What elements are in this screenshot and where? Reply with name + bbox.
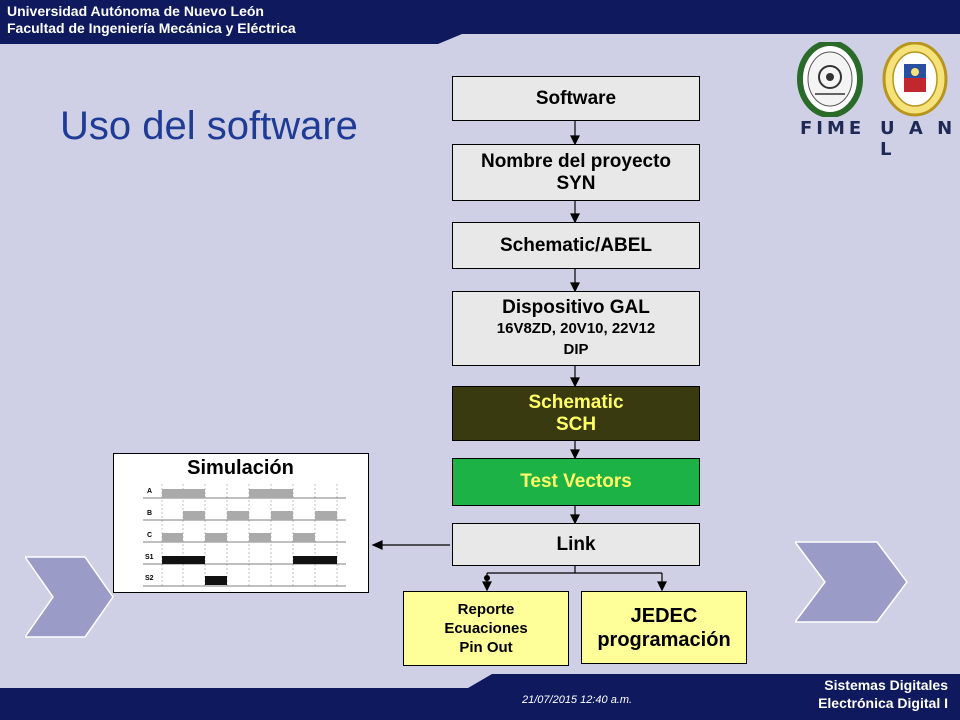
simulation-title: Simulación (187, 457, 294, 479)
slide-title: Uso del software (60, 104, 358, 148)
fime-logo-text: FIME (800, 118, 866, 139)
chevron-right-icon[interactable] (795, 540, 910, 625)
chevron-left-icon (25, 556, 114, 638)
flow-box-link-label: Link (556, 533, 596, 555)
flow-box-project-name: Nombre del proyecto (480, 150, 672, 172)
flow-box-sch-label: SCH (555, 413, 597, 435)
flow-box-jedec-programming: programación (597, 628, 731, 651)
flow-box-project: Nombre del proyecto SYN (452, 144, 700, 201)
simulation-waveform (143, 484, 346, 587)
flow-box-schematic-abel-label: Schematic/ABEL (499, 234, 653, 256)
flow-box-device-models: 16V8ZD, 20V10, 22V12 (496, 320, 656, 337)
flow-box-schematic-sch: Schematic SCH (452, 386, 700, 441)
header-university: Universidad Autónoma de Nuevo León (7, 3, 264, 19)
flow-box-software-label: Software (535, 87, 617, 109)
signal-label-b: B (147, 510, 153, 517)
signal-label-c: C (147, 532, 153, 539)
flow-box-schematic-abel: Schematic/ABEL (452, 222, 700, 269)
flow-box-report: Reporte Ecuaciones Pin Out (403, 591, 569, 666)
flow-box-device-package: DIP (563, 341, 589, 358)
header-faculty: Facultad de Ingeniería Mecánica y Eléctr… (7, 20, 296, 36)
signal-label-s1: S1 (145, 554, 154, 561)
flow-box-schematic-label: Schematic (528, 391, 624, 413)
flow-box-software: Software (452, 76, 700, 121)
footer-bar (0, 674, 960, 720)
footer-subject: Electrónica Digital I (818, 695, 948, 711)
flow-box-test-vectors-label: Test Vectors (520, 471, 632, 492)
flow-box-link: Link (452, 523, 700, 566)
header-bar (0, 0, 960, 44)
flow-box-report-title: Reporte (457, 601, 515, 618)
flow-box-jedec-title: JEDEC (630, 604, 698, 627)
flow-box-project-ext: SYN (556, 172, 596, 194)
flow-box-test-vectors: Test Vectors (452, 458, 700, 506)
fime-logo-icon (797, 42, 863, 117)
flow-box-device-title: Dispositivo GAL (502, 297, 650, 318)
flow-box-device: Dispositivo GAL 16V8ZD, 20V10, 22V12 DIP (452, 291, 700, 366)
uanl-logo-text: U A N L (880, 118, 957, 160)
footer-course: Sistemas Digitales (824, 677, 948, 693)
uanl-logo-icon (882, 42, 948, 117)
footer-datetime: 21/07/2015 12:40 a.m. (522, 694, 633, 706)
flow-box-jedec: JEDEC programación (581, 591, 747, 664)
flow-box-report-pinout: Pin Out (459, 639, 513, 656)
signal-label-a: A (147, 488, 153, 495)
flow-box-report-equations: Ecuaciones (444, 620, 528, 637)
signal-label-s2: S2 (145, 575, 154, 582)
